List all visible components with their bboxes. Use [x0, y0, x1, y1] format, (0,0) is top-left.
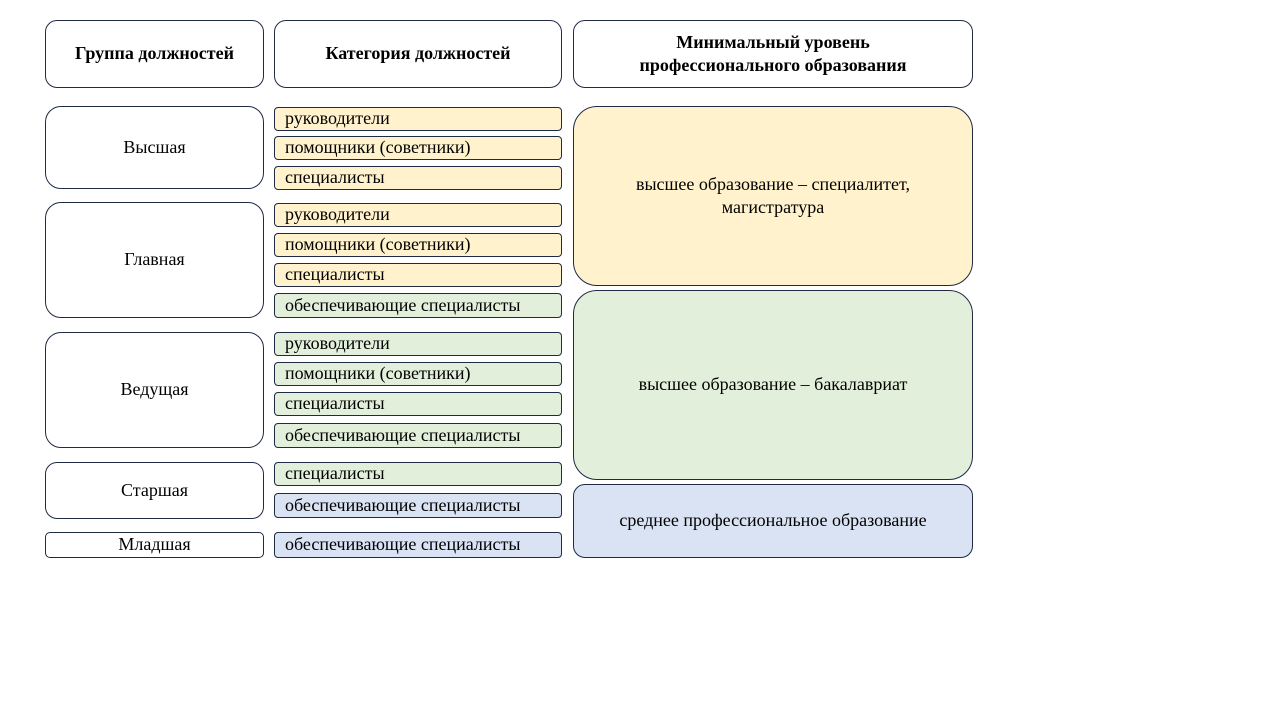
group-box: Младшая	[45, 532, 264, 558]
group-box: Главная	[45, 202, 264, 318]
category-item: обеспечивающие специалисты	[274, 423, 562, 448]
education-level-secondary: среднее профессиональное образование	[573, 484, 973, 558]
category-item: специалисты	[274, 166, 562, 190]
header-group: Группа должностей	[45, 20, 264, 88]
category-item: руководители	[274, 332, 562, 356]
category-item: обеспечивающие специалисты	[274, 493, 562, 518]
group-box: Старшая	[45, 462, 264, 519]
category-item: обеспечивающие специалисты	[274, 532, 562, 558]
category-item: помощники (советники)	[274, 233, 562, 257]
category-item: специалисты	[274, 392, 562, 416]
group-box: Ведущая	[45, 332, 264, 448]
category-item: помощники (советники)	[274, 136, 562, 160]
header-category: Категория должностей	[274, 20, 562, 88]
category-item: специалисты	[274, 462, 562, 486]
education-level-higher-specialist: высшее образование – специалитет, магист…	[573, 106, 973, 286]
category-item: руководители	[274, 107, 562, 131]
category-item: руководители	[274, 203, 562, 227]
education-level-bachelor: высшее образование – бакалавриат	[573, 290, 973, 480]
category-item: специалисты	[274, 263, 562, 287]
category-item: обеспечивающие специалисты	[274, 293, 562, 318]
category-item: помощники (советники)	[274, 362, 562, 386]
header-education: Минимальный уровень профессионального об…	[573, 20, 973, 88]
group-box: Высшая	[45, 106, 264, 189]
